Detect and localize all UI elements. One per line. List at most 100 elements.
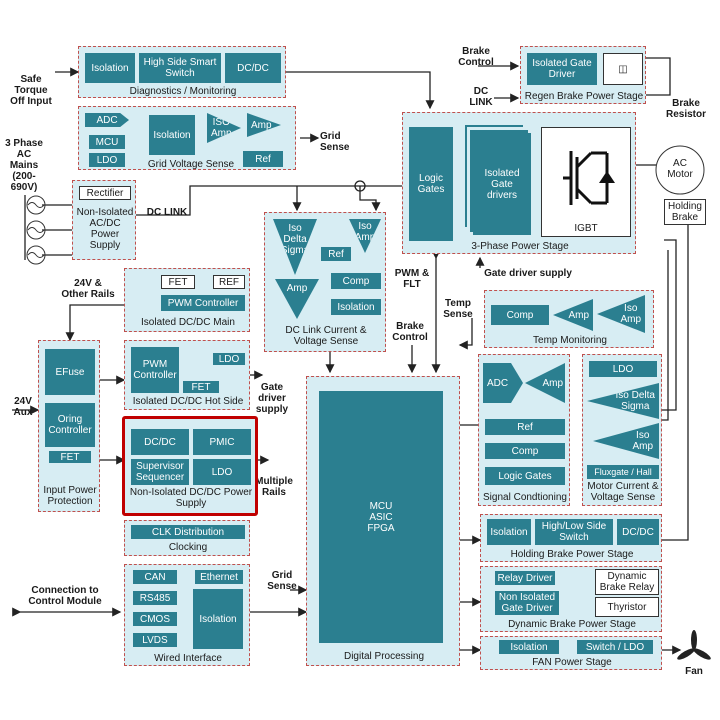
mains-source-3: [27, 252, 45, 258]
non-iso-acdc-title: Non-Isolated AC/DC Power Supply: [76, 207, 134, 251]
nid-supervisor: Supervisor Sequencer: [131, 459, 189, 485]
fan-stage-title: FAN Power Stage: [532, 657, 612, 668]
dc-link-label-2: DC LINK: [469, 86, 493, 108]
motor-iso-delta: Iso Delta Sigma: [587, 383, 659, 419]
signal-adc: ADC: [483, 363, 523, 403]
hot-ldo: LDO: [213, 353, 245, 365]
power-stage-block: Logic Gates Isolated Gate drivers IGBT 3…: [402, 112, 636, 254]
iso-dcdc-hot-title: Isolated DC/DC Hot Side: [132, 396, 244, 407]
grid-iso-amp: ISO Amp: [207, 113, 241, 143]
wire-dc-link-sense-2: [359, 186, 381, 212]
grid-adc: ADC: [85, 113, 129, 127]
grid-ref: Ref: [243, 151, 283, 167]
fan-isolation: Isolation: [499, 640, 559, 654]
dynamic-relay-driver: Relay Driver: [495, 571, 555, 585]
motor-current-title: Motor Current & Voltage Sense: [587, 481, 659, 503]
nid-ldo: LDO: [193, 459, 251, 485]
non-iso-dcdc-title: Non-Isolated DC/DC Power Supply: [129, 487, 253, 509]
temp-title: Temp Monitoring: [533, 335, 607, 346]
grid-mcu: MCU: [89, 135, 125, 149]
holding-dcdc: DC/DC: [617, 519, 659, 545]
temp-amp: Amp: [553, 299, 593, 331]
fan-stage-block: Isolation Switch / LDO FAN Power Stage: [480, 636, 662, 670]
rails-24v-label: 24V & Other Rails: [61, 278, 115, 300]
grid-isolation: Isolation: [149, 115, 195, 155]
wire-holding-brake: [662, 220, 689, 541]
wired-rs485: RS485: [133, 591, 177, 605]
hot-fet: FET: [183, 381, 219, 393]
highlight-frame: [122, 416, 258, 516]
regen-switch-icon: ◫: [603, 53, 643, 85]
hot-pwm: PWM Controller: [131, 347, 179, 393]
holding-brake-block: Isolation High/Low Side Switch DC/DC Hol…: [480, 514, 662, 562]
dcl-iso-delta: Iso Delta Sigma: [273, 219, 317, 275]
dc-link-sense-block: Iso Delta Sigma Iso Amp Ref Amp Comp Iso…: [264, 212, 386, 352]
power-stage-title: 3-Phase Power Stage: [471, 241, 569, 252]
temp-sense-label: Temp Sense: [443, 298, 473, 320]
dc-link-node: [354, 180, 366, 192]
holding-brake-title: Holding Brake Power Stage: [510, 549, 634, 560]
dcl-iso-amp: Iso Amp: [349, 219, 381, 253]
efuse: EFuse: [45, 349, 95, 395]
signal-logic: Logic Gates: [485, 467, 565, 485]
grid-amp: Amp: [247, 113, 281, 137]
rectifier: Rectifier: [79, 186, 131, 200]
clk-distribution: CLK Distribution: [131, 525, 245, 539]
temp-iso-amp: Iso Amp: [597, 295, 645, 333]
dynamic-brake-block: Relay Driver Dynamic Brake Relay Non Iso…: [480, 566, 662, 632]
grid-voltage-block: ADC MCU LDO Isolation ISO Amp Amp Ref Gr…: [78, 106, 296, 170]
ps-logic: Logic Gates: [409, 127, 453, 241]
wire-dc-link: [135, 181, 412, 216]
gate-driver-supply-label-2: Gate driver supply: [255, 382, 289, 415]
diagnostics-title: Diagnostics / Monitoring: [129, 86, 237, 97]
mains-ring-1: [26, 195, 46, 215]
grid-sense-label-2: Grid Sense: [267, 570, 297, 592]
brake-control-label: Brake Control: [458, 46, 494, 68]
dc-link-sense-title: DC Link Current & Voltage Sense: [285, 325, 367, 347]
motor-current-block: LDO Iso Delta Sigma Iso Amp Fluxgate / H…: [582, 354, 662, 506]
dcl-isolation: Isolation: [331, 299, 381, 315]
wired-can: CAN: [133, 570, 177, 584]
mains-ring-3: [26, 245, 46, 265]
wired-isolation: Isolation: [193, 589, 243, 649]
regen-driver: Isolated Gate Driver: [527, 53, 597, 85]
fan-icon: [677, 630, 711, 660]
signal-comp: Comp: [485, 443, 565, 459]
digital-block: MCU ASIC FPGA Digital Processing: [306, 376, 460, 666]
grid-voltage-title: Grid Voltage Sense: [147, 159, 235, 170]
wired-lvds: LVDS: [133, 633, 177, 647]
dynamic-relay: Dynamic Brake Relay: [595, 569, 659, 595]
dynamic-brake-title: Dynamic Brake Power Stage: [508, 619, 636, 630]
holding-isolation: Isolation: [487, 519, 531, 545]
grid-sense-label: Grid Sense: [320, 131, 350, 153]
motor-ldo: LDO: [589, 361, 657, 377]
clocking-block: CLK Distribution Clocking: [124, 520, 250, 556]
wire-brake-resistor: [646, 57, 671, 96]
gate-driver-supply-label: Gate driver supply: [484, 268, 572, 279]
wired-ethernet: Ethernet: [195, 570, 243, 584]
holding-switch: High/Low Side Switch: [535, 519, 613, 545]
wire-diag-to-power: [285, 71, 435, 110]
three-phase-mains-label: 3 Phase AC Mains (200- 690V): [5, 138, 43, 193]
non-iso-dcdc-block: DC/DC PMIC Supervisor Sequencer LDO Non-…: [124, 418, 256, 514]
main-pwm: PWM Controller: [161, 295, 245, 311]
multiple-rails-label: Multiple Rails: [255, 476, 293, 498]
main-ref: REF: [213, 275, 245, 289]
wired-cmos: CMOS: [133, 612, 177, 626]
ps-igbt: IGBT: [541, 127, 631, 237]
ac-motor-symbol: [655, 145, 705, 195]
wire-motor-sense-1: [662, 239, 677, 411]
motor-iso-amp: Iso Amp: [593, 423, 659, 459]
non-iso-acdc-block: Rectifier Non-Isolated AC/DC Power Suppl…: [72, 180, 136, 260]
mains-source-2: [27, 227, 45, 233]
input-power-title: Input Power Protection: [43, 485, 97, 507]
main-fet: FET: [161, 275, 195, 289]
mains-source-1: [27, 202, 45, 208]
motor-fluxgate: Fluxgate / Hall: [587, 465, 659, 479]
signal-amp: Amp: [525, 363, 565, 403]
nid-dcdc: DC/DC: [131, 429, 189, 455]
digital-title: Digital Processing: [343, 651, 425, 662]
connection-label: Connection to Control Module: [28, 585, 102, 607]
safe-torque-label: Safe Torque Off Input: [10, 74, 52, 107]
